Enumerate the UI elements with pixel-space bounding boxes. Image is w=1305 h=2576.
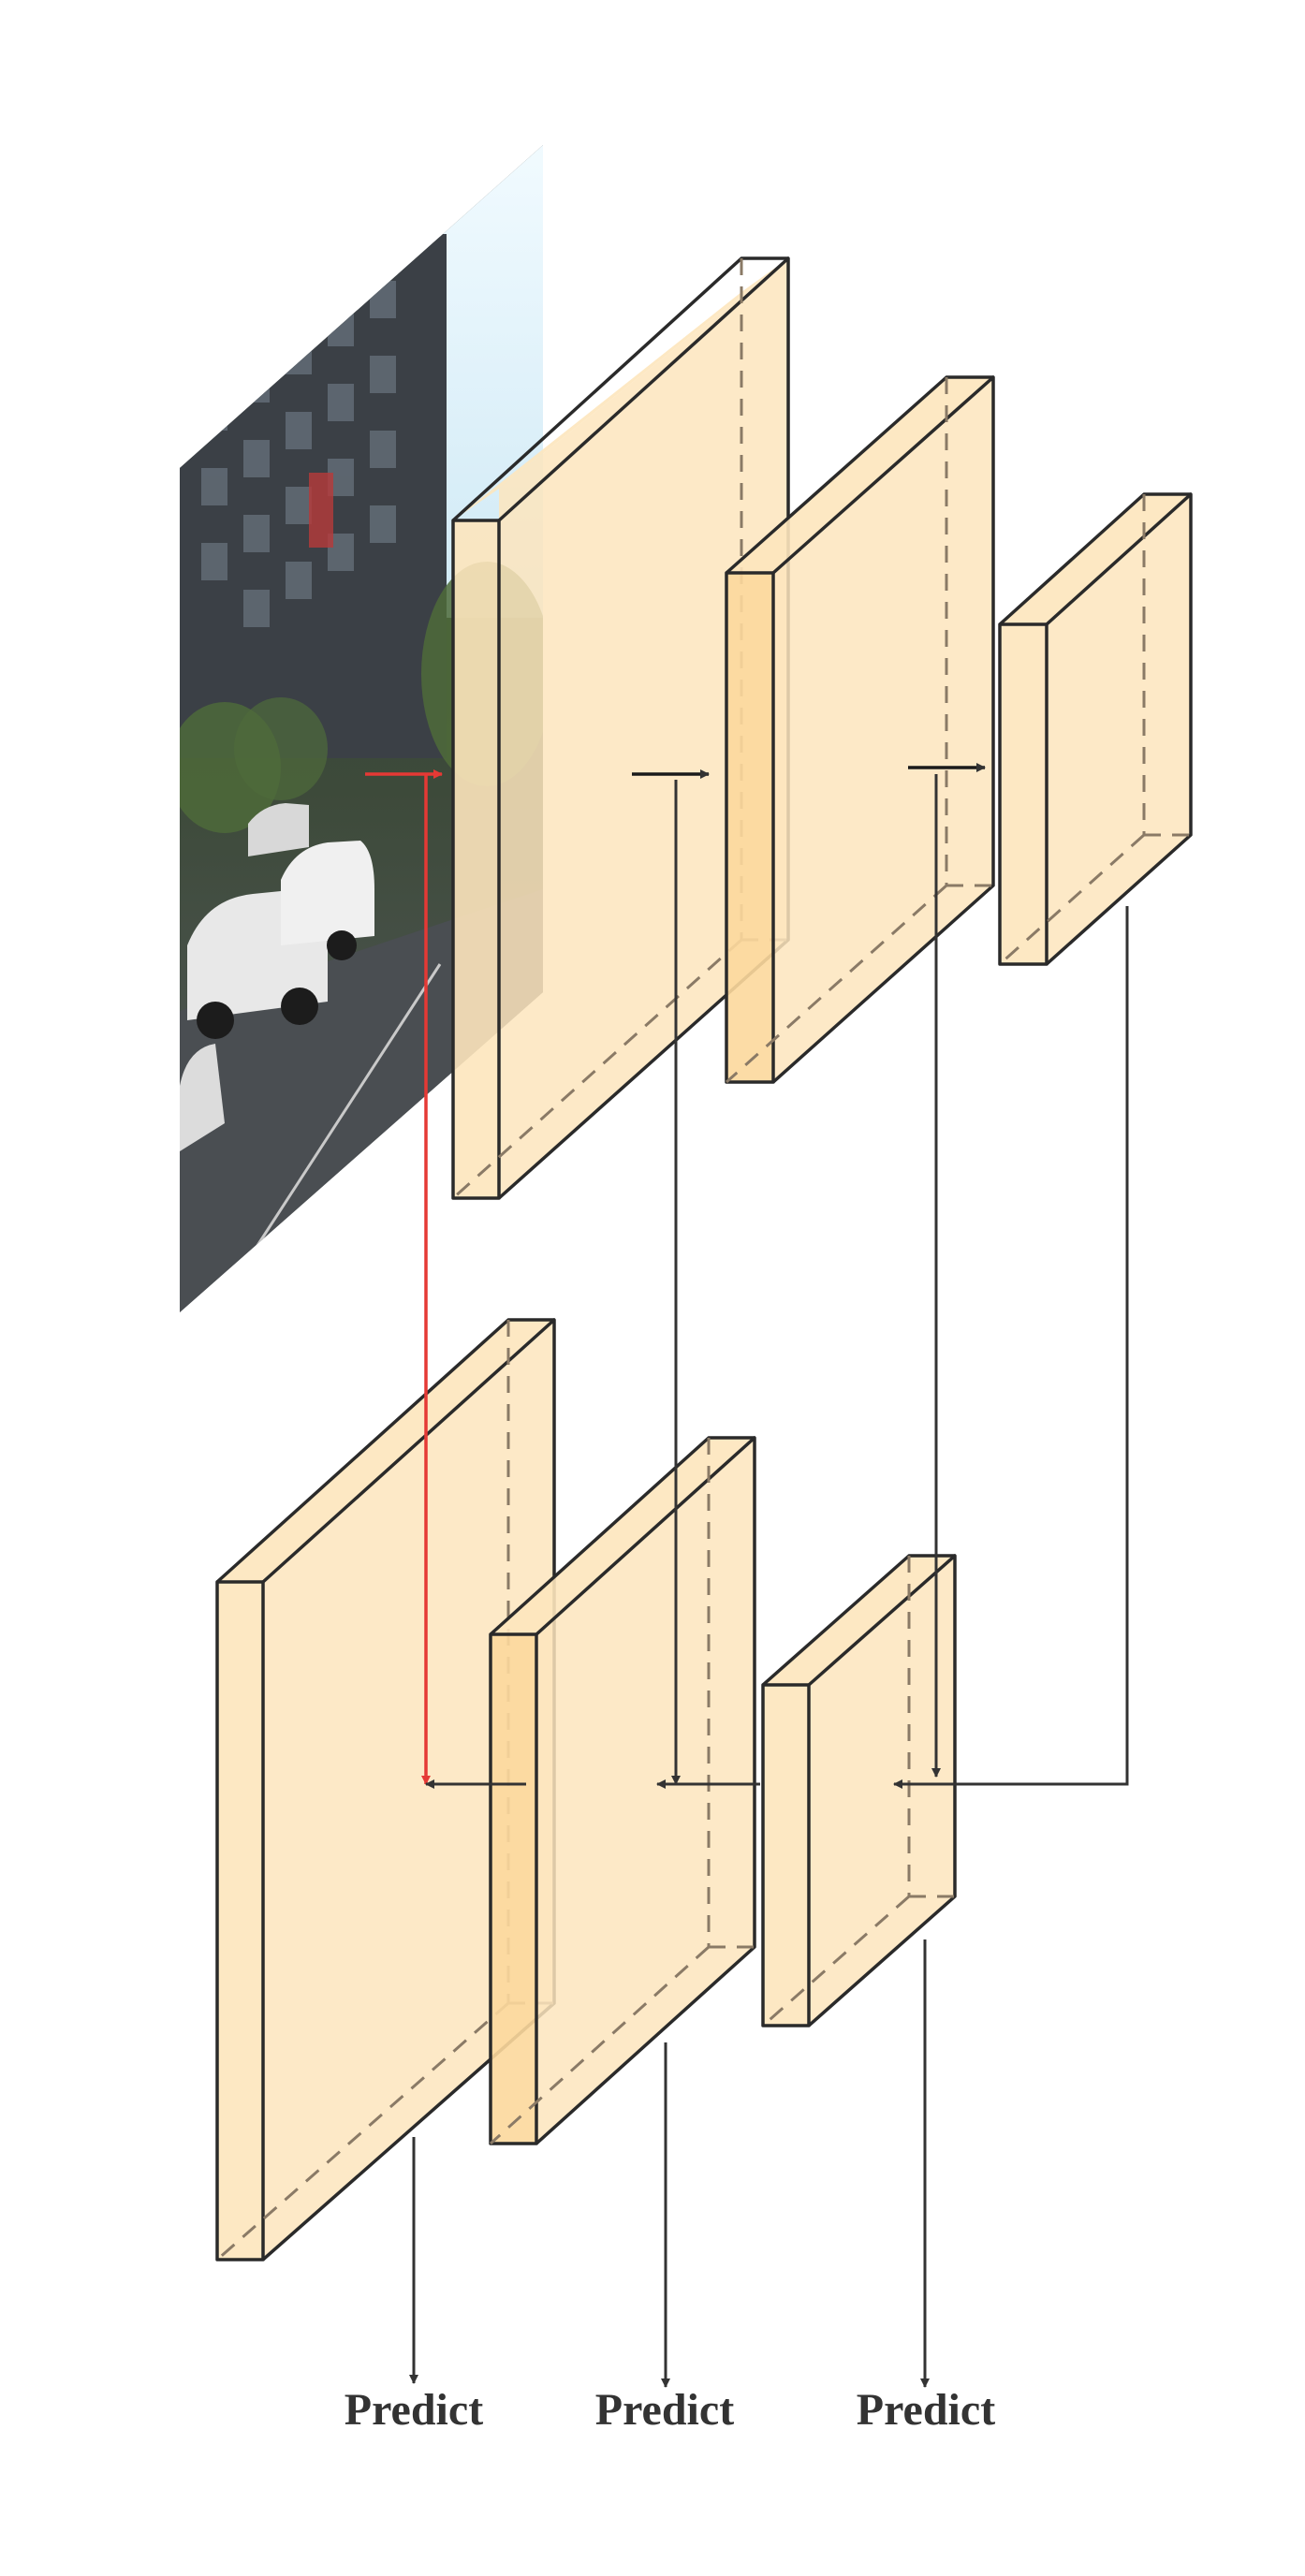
red-sign (309, 473, 333, 548)
encoder-block-3 (1000, 494, 1191, 964)
predict-label-2: Predict (595, 2385, 734, 2435)
predict-label-1: Predict (345, 2385, 483, 2435)
predict-label-3: Predict (857, 2385, 995, 2435)
